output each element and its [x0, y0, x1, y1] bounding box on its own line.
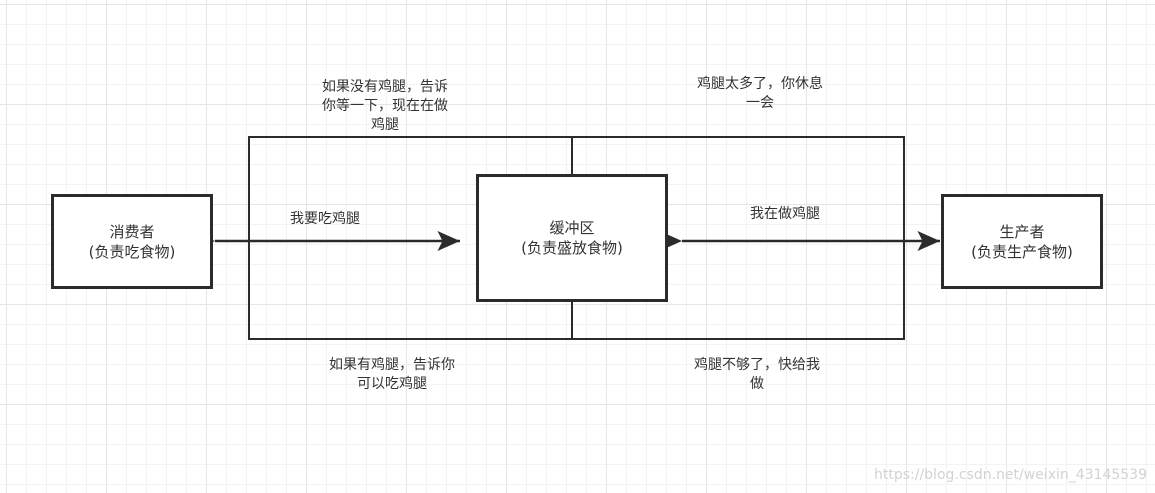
label-line: 鸡腿不够了，快给我: [694, 357, 820, 373]
label-line: 可以吃鸡腿: [357, 376, 427, 392]
consumer-box: 消费者 (负责吃食物): [51, 194, 213, 289]
label-line: 做: [750, 376, 764, 392]
consumer-subtitle: (负责吃食物): [88, 242, 176, 261]
label-line: 我在做鸡腿: [750, 206, 820, 222]
label-line: 一会: [746, 95, 774, 111]
label-want-to-eat: 我要吃鸡腿: [255, 210, 395, 229]
label-line: 鸡腿太多了，你休息: [697, 76, 823, 92]
label-too-many-drumsticks: 鸡腿太多了，你休息 一会: [675, 75, 845, 113]
label-making-drumsticks: 我在做鸡腿: [715, 205, 855, 224]
buffer-box: 缓冲区 (负责盛放食物): [476, 174, 668, 302]
watermark-text: https://blog.csdn.net/weixin_43145539: [873, 467, 1147, 483]
producer-title: 生产者: [999, 222, 1045, 241]
label-has-drumstick-eat: 如果有鸡腿，告诉你 可以吃鸡腿: [307, 356, 477, 394]
buffer-title: 缓冲区: [549, 219, 595, 237]
buffer-subtitle: (负责盛放食物): [521, 239, 623, 257]
label-line: 如果有鸡腿，告诉你: [329, 357, 455, 373]
producer-box: 生产者 (负责生产食物): [941, 194, 1103, 289]
consumer-title: 消费者: [109, 222, 155, 241]
label-no-drumstick-wait: 如果没有鸡腿，告诉 你等一下，现在在做 鸡腿: [300, 78, 470, 135]
producer-subtitle: (负责生产食物): [971, 242, 1073, 261]
label-line: 如果没有鸡腿，告诉: [322, 79, 448, 95]
label-line: 我要吃鸡腿: [290, 211, 360, 227]
label-line: 鸡腿: [371, 117, 399, 133]
label-not-enough-make: 鸡腿不够了，快给我 做: [672, 356, 842, 394]
label-line: 你等一下，现在在做: [322, 98, 448, 114]
